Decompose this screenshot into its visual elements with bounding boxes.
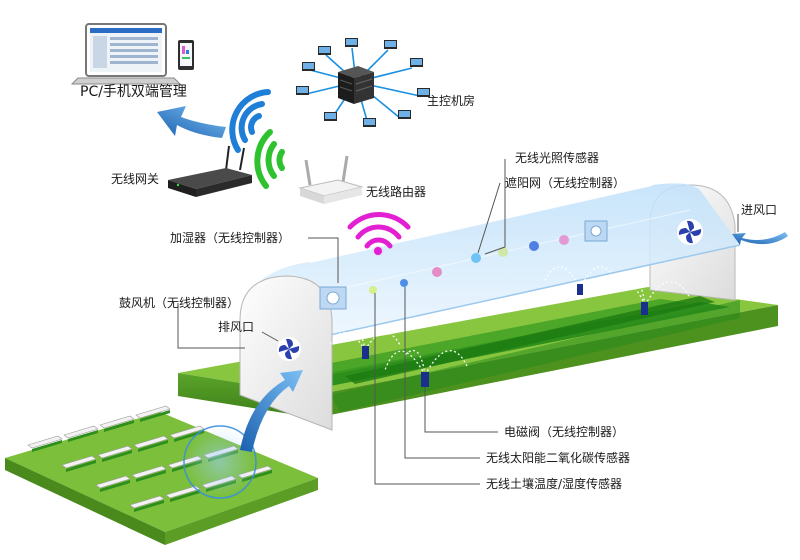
greenhouse-field-plot <box>5 412 318 545</box>
label-shade-net: 遮阳网（无线控制器） <box>505 176 626 190</box>
mini-greenhouse <box>135 405 171 419</box>
sprinkler-icon <box>421 372 429 387</box>
sprinkler-icon <box>641 302 648 315</box>
label-control-room: 主控机房 <box>427 94 476 108</box>
mini-greenhouse <box>133 435 169 449</box>
greenhouse-dome <box>245 183 741 336</box>
sprinkler-icon <box>577 284 583 295</box>
label-co2-sensor: 无线太阳能二氧化碳传感器 <box>486 451 631 465</box>
wifi-icon <box>347 212 411 255</box>
label-solenoid-valve: 电磁阀（无线控制器） <box>504 425 625 439</box>
gateway-icon <box>168 145 252 197</box>
laptop-icon <box>70 23 182 85</box>
fan-icon <box>677 219 703 245</box>
mini-greenhouse <box>95 475 131 489</box>
sprinkler-heads <box>362 284 648 387</box>
mini-greenhouse-crop <box>136 470 166 482</box>
mini-greenhouse-crop <box>138 440 168 452</box>
magnifier-highlight <box>183 370 303 499</box>
label-exhaust: 排风口 <box>218 320 255 334</box>
mini-greenhouse-crop <box>68 430 98 442</box>
mini-greenhouse <box>129 495 165 509</box>
label-light-sensor: 无线光照传感器 <box>515 151 600 165</box>
greenhouse-floor <box>330 296 740 412</box>
mini-greenhouse-crop <box>66 460 96 472</box>
mini-greenhouse <box>99 415 135 429</box>
label-wireless-gateway: 无线网关 <box>111 172 160 186</box>
air-inlet-arrow <box>732 232 788 245</box>
leader-lines <box>177 159 739 485</box>
mini-greenhouse-crop <box>102 450 132 462</box>
mini-greenhouse <box>131 465 167 479</box>
phone-icon <box>178 40 194 70</box>
label-air-inlet: 进风口 <box>741 203 778 217</box>
mini-greenhouse <box>97 445 133 459</box>
fan-icon <box>277 337 301 361</box>
label-pc-mobile: PC/手机双端管理 <box>80 84 187 100</box>
mini-greenhouse-crop <box>170 490 200 502</box>
control-room-network <box>296 38 430 127</box>
label-soil-sensor: 无线土壤温度/湿度传感器 <box>486 477 623 491</box>
humidifier-panel <box>319 286 347 310</box>
mini-greenhouse-crop <box>100 480 130 492</box>
sprinkler-icon <box>362 346 369 359</box>
arrow-to-pc <box>157 106 226 138</box>
mini-greenhouse-crop <box>174 430 204 442</box>
wifi-icon <box>254 129 285 189</box>
mini-greenhouse <box>63 425 99 439</box>
router-icon <box>298 155 364 204</box>
mini-greenhouse-crop <box>104 420 134 432</box>
mini-greenhouse-crop <box>32 440 62 452</box>
label-wireless-router: 无线路由器 <box>366 185 427 199</box>
label-blower: 鼓风机（无线控制器） <box>119 296 240 310</box>
shade-net-panel <box>584 220 608 242</box>
mini-greenhouse <box>61 455 97 469</box>
sprinkler-arcs <box>329 266 691 376</box>
server-icon <box>338 66 374 104</box>
mini-greenhouse <box>27 435 63 449</box>
mini-greenhouse-crop <box>140 410 170 422</box>
mini-greenhouse-crop <box>134 500 164 512</box>
wifi-icon <box>229 89 271 153</box>
label-humidifier: 加湿器（无线控制器） <box>170 231 291 245</box>
